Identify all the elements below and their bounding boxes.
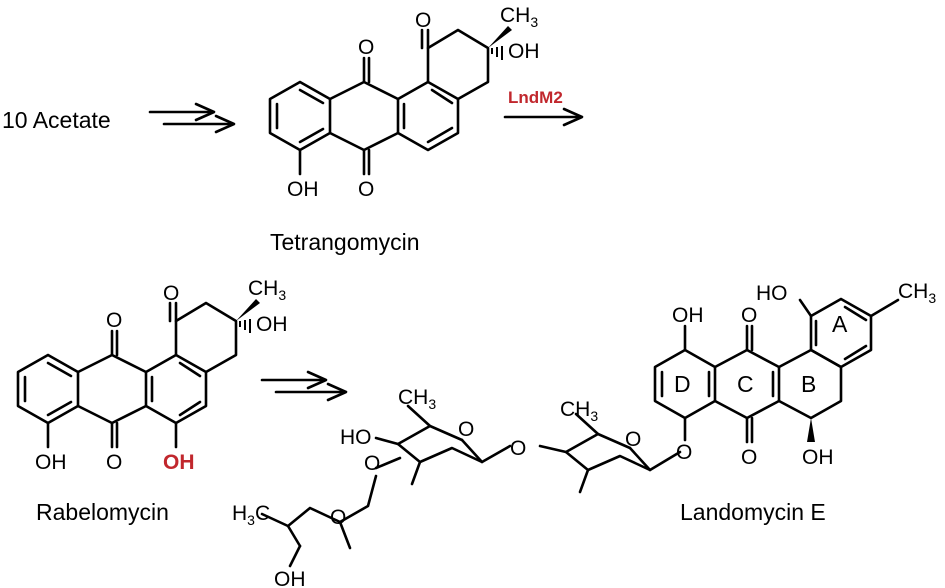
atom-o-glycosidic: O xyxy=(364,452,380,475)
atom-o-ketone: O xyxy=(163,282,179,305)
atom-o-bottom: O xyxy=(106,451,122,474)
atom-o-bottom: O xyxy=(358,178,374,201)
reaction-arrow-3 xyxy=(260,370,348,402)
rabelomycin-structure xyxy=(16,299,260,449)
atom-o-top: O xyxy=(741,304,757,327)
atom-ch3: CH3 xyxy=(560,398,598,424)
enzyme-label: LndM2 xyxy=(508,88,563,107)
atom-o-top: O xyxy=(358,36,374,59)
atom-o-bottom: O xyxy=(741,446,757,469)
tetrangomycin-structure xyxy=(268,26,512,176)
atom-h3c: H3C xyxy=(232,502,270,528)
ring-c-label: C xyxy=(737,371,754,397)
reaction-arrow-2 xyxy=(503,107,584,127)
atom-o-ring: O xyxy=(330,506,346,529)
atom-o-top: O xyxy=(106,309,122,332)
atom-o-glycosidic: O xyxy=(676,441,692,464)
ring-d-label: D xyxy=(674,371,691,397)
landomycin-aglycone xyxy=(653,297,900,444)
atom-ch3: CH3 xyxy=(500,4,538,30)
landomycin-label: Landomycin E xyxy=(680,499,826,525)
ring-b-label: B xyxy=(801,371,816,397)
atom-o-glycosidic: O xyxy=(510,437,526,460)
atom-ch3: CH3 xyxy=(898,280,936,306)
atom-o-ketone: O xyxy=(415,9,431,32)
atom-oh: OH xyxy=(672,304,704,327)
sugar-chain xyxy=(260,404,682,568)
atom-oh-new: OH xyxy=(163,451,195,474)
atom-ch3: CH3 xyxy=(248,277,286,303)
atom-oh: OH xyxy=(802,446,834,469)
atom-ch3: CH3 xyxy=(398,386,436,412)
reaction-arrow-1 xyxy=(148,102,236,134)
ring-a-label: A xyxy=(832,311,848,337)
rabelomycin-label: Rabelomycin xyxy=(36,499,169,525)
atom-oh: OH xyxy=(287,178,319,201)
tetrangomycin-label: Tetrangomycin xyxy=(270,229,420,255)
atom-o-ring: O xyxy=(458,418,474,441)
atom-oh: OH xyxy=(35,451,67,474)
atom-o-ring: O xyxy=(625,428,641,451)
atom-oh: OH xyxy=(508,40,540,63)
atom-ho: HO xyxy=(756,282,788,305)
start-material-label: 10 Acetate xyxy=(2,107,111,133)
atom-oh: OH xyxy=(256,313,288,336)
atom-oh: OH xyxy=(274,568,306,588)
atom-ho: HO xyxy=(340,426,372,449)
